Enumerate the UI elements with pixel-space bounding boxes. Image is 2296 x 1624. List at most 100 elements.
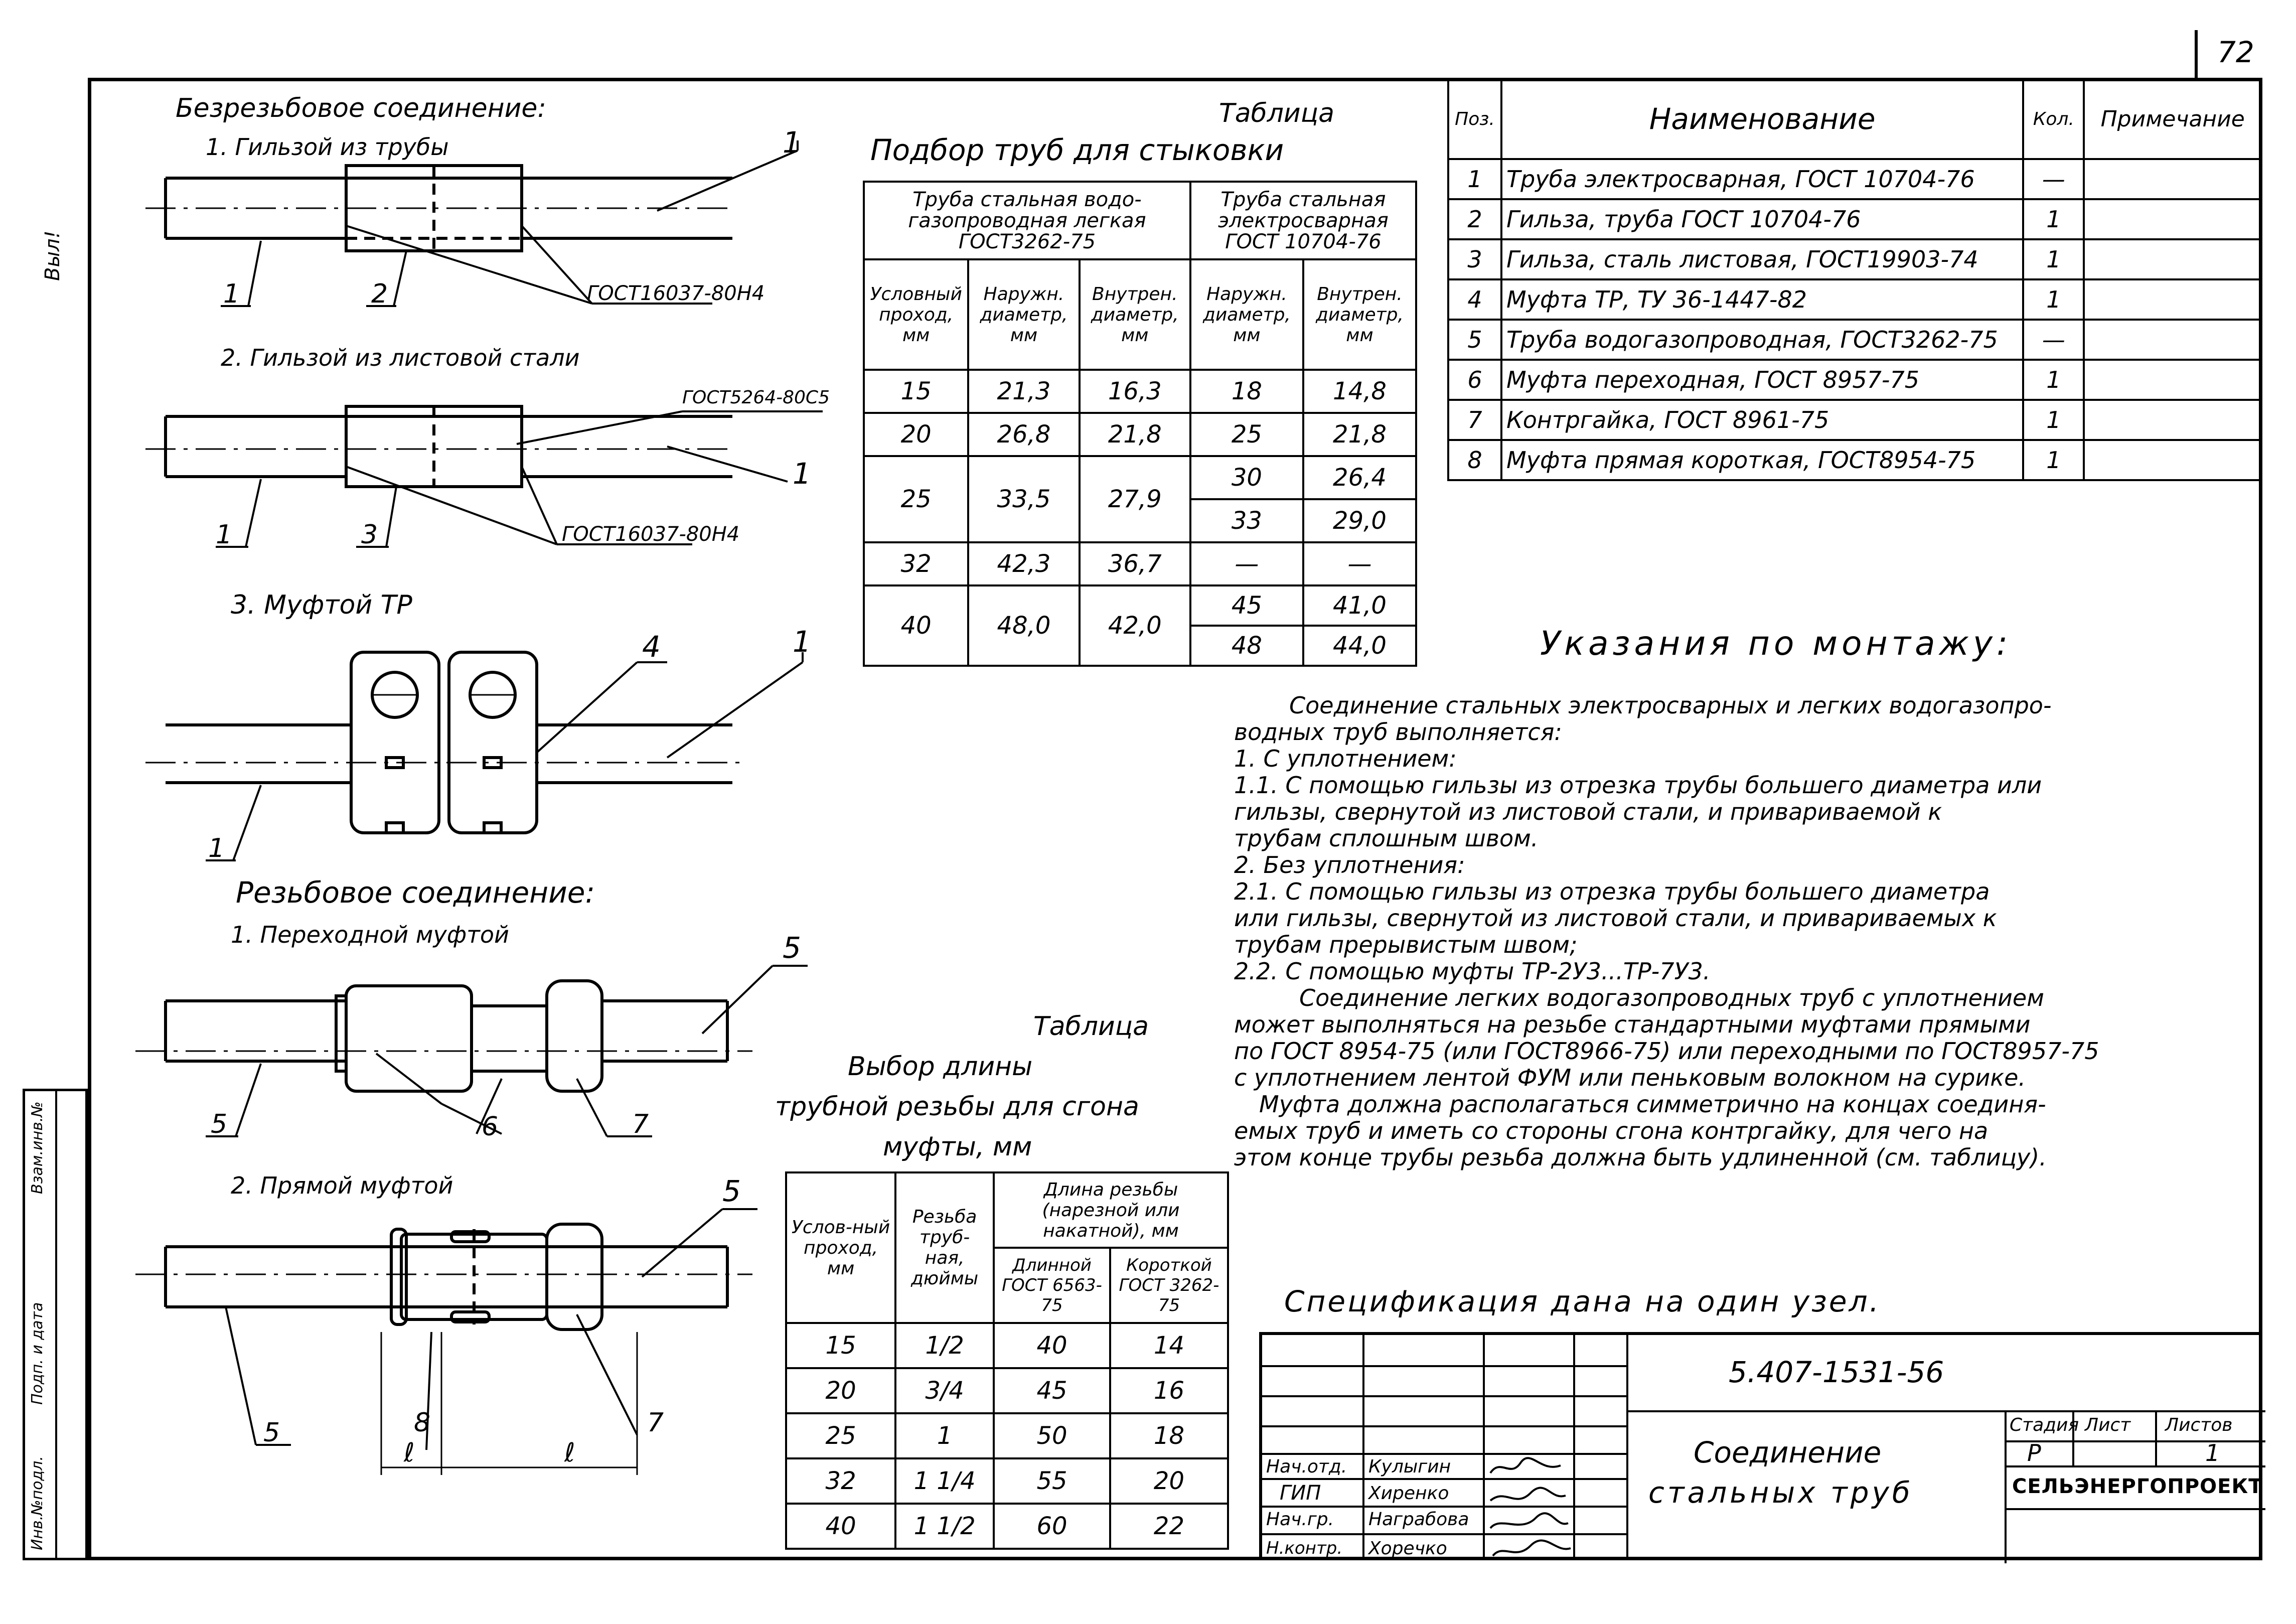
callout-d5-d: 7 — [647, 1408, 664, 1438]
spec-cell: 1 — [2022, 439, 2085, 481]
sub-coupling-tr: 3. Муфтой ТР — [231, 590, 412, 620]
table1-title: Подбор труб для стыковки — [870, 133, 1284, 167]
table1-cell: 21,8 — [1302, 412, 1418, 457]
table1-cell: 32 — [862, 541, 970, 586]
spec-cell: Муфта переходная, ГОСТ 8957-75 — [1500, 359, 2025, 401]
instruction-line: трубам сплошным швом. — [1234, 825, 1539, 852]
spec-cell — [2083, 439, 2262, 481]
spec-cell: 1 — [1447, 158, 1503, 200]
dim-thread-long: ℓ — [564, 1438, 575, 1468]
drawing-sleeve-sheet — [145, 405, 823, 548]
table1-header: Наружн. диаметр, мм — [1189, 258, 1304, 371]
instructions-title: Указания по монтажу: — [1540, 624, 2012, 663]
table1-header: Условный проход, мм — [862, 258, 970, 371]
callout-d1-a: 1 — [783, 125, 801, 160]
table2-title-1: Выбор длины — [848, 1052, 1033, 1082]
callout-d4-b: 5 — [211, 1109, 228, 1139]
spec-cell: Контргайка, ГОСТ 8961-75 — [1500, 399, 2025, 441]
callout-d3-c: 1 — [208, 833, 225, 863]
table1-cell: 14,8 — [1302, 369, 1418, 414]
instruction-line: или гильзы, свернутой из листовой стали,… — [1234, 905, 1997, 932]
instruction-line: Соединение легких водогазопроводных труб… — [1299, 984, 2044, 1011]
gost-16037-label: ГОСТ16037-80Н4 — [587, 282, 765, 305]
table2-cell: 60 — [993, 1503, 1111, 1550]
spec-cell: 1 — [2022, 399, 2085, 441]
spec-cell — [2083, 278, 2262, 321]
role-norm-control: Н.контр. — [1266, 1538, 1343, 1558]
spec-header: Поз. — [1447, 78, 1503, 160]
spec-cell: Труба водогазопроводная, ГОСТ3262-75 — [1500, 319, 2025, 361]
spec-cell: — — [2022, 158, 2085, 200]
table1-cell: 41,0 — [1302, 584, 1418, 627]
table1-cell: 20 — [862, 412, 970, 457]
table1-caption: Таблица — [1219, 98, 1334, 128]
table2-cell: 55 — [993, 1457, 1111, 1505]
drawing-transition-coupling — [135, 965, 808, 1137]
table1-cell: 21,3 — [967, 369, 1081, 414]
pipe-selection-table: Труба стальная водо-газопроводная легкая… — [862, 181, 1418, 667]
table1-cell: 26,4 — [1302, 455, 1418, 500]
table2-header: Резьба труб-ная, дюймы — [894, 1171, 995, 1324]
signatures — [1489, 1457, 1571, 1557]
table1-cell: 18 — [1189, 369, 1304, 414]
table2-cell: 20 — [1109, 1457, 1230, 1505]
table2-title-3: муфты, мм — [883, 1132, 1032, 1162]
callout-d4-a: 5 — [783, 931, 801, 965]
table2-cell: 45 — [993, 1367, 1111, 1414]
callout-d2-b: 1 — [216, 520, 233, 550]
instruction-line: Соединение стальных электросварных и лег… — [1289, 692, 2052, 719]
spec-cell: Гильза, труба ГОСТ 10704-76 — [1500, 198, 2025, 240]
drawing-straight-coupling — [135, 1208, 757, 1475]
gost-16037-label-2: ГОСТ16037-80Н4 — [562, 523, 740, 546]
spec-cell: Гильза, сталь листовая, ГОСТ19903-74 — [1500, 238, 2025, 280]
sheets-header: Листов — [2165, 1415, 2233, 1435]
spec-cell: 3 — [1447, 238, 1503, 280]
sub-sleeve-pipe: 1. Гильзой из трубы — [206, 133, 449, 161]
instruction-line: водных труб выполняется: — [1234, 718, 1562, 746]
drawing-sleeve-pipe — [145, 140, 799, 307]
sub-straight: 2. Прямой муфтой — [231, 1172, 453, 1199]
table2-cell: 16 — [1109, 1367, 1230, 1414]
doc-name-line2: стальных труб — [1648, 1475, 1913, 1510]
instruction-line: Муфта должна располагаться симметрично н… — [1259, 1091, 2046, 1118]
spec-cell — [2083, 359, 2262, 401]
table1-cell: 45 — [1189, 584, 1304, 627]
spec-cell — [2083, 198, 2262, 240]
callout-d2-a: 1 — [793, 457, 811, 491]
drawing-coupling-tr — [145, 651, 804, 861]
drawing-frame — [88, 78, 2262, 1560]
instruction-line: по ГОСТ 8954-75 (или ГОСТ8966-75) или пе… — [1234, 1038, 2099, 1065]
table2-cell: 3/4 — [894, 1367, 995, 1414]
table1-cell: 42,3 — [967, 541, 1081, 586]
table1-cell: 44,0 — [1302, 625, 1418, 667]
organization: СЕЛЬЭНЕРГОПРОЕКТ — [2012, 1475, 2263, 1498]
spec-cell: 2 — [1447, 198, 1503, 240]
instruction-line: с уплотнением лентой ФУМ или пеньковым в… — [1234, 1064, 2026, 1091]
table1-cell: 30 — [1189, 455, 1304, 500]
table2-caption: Таблица — [1033, 1011, 1149, 1042]
table2-cell: 1 1/2 — [894, 1503, 995, 1550]
table1-cell: 48 — [1189, 625, 1304, 667]
spec-cell: 1 — [2022, 359, 2085, 401]
table2-cell: 40 — [785, 1503, 897, 1550]
table1-cell: 26,8 — [967, 412, 1081, 457]
gost-5264-label: ГОСТ5264-80С5 — [682, 387, 830, 408]
stage-header: Стадия — [2010, 1415, 2079, 1435]
name-4: Хоречко — [1368, 1538, 1447, 1559]
callout-d5-a: 5 — [722, 1174, 741, 1208]
spec-header: Примечание — [2083, 78, 2262, 160]
spec-cell: 7 — [1447, 399, 1503, 441]
spec-cell: Муфта ТР, ТУ 36-1447-82 — [1500, 278, 2025, 321]
spec-cell — [2083, 238, 2262, 280]
name-3: Награбова — [1368, 1509, 1469, 1530]
spec-cell — [2083, 158, 2262, 200]
table2-cell: 32 — [785, 1457, 897, 1505]
spec-header: Наименование — [1500, 78, 2025, 160]
instruction-line: может выполняться на резьбе стандартными… — [1234, 1011, 2031, 1038]
sheet-header: Лист — [2085, 1415, 2131, 1435]
role-head-dept: Нач.отд. — [1266, 1456, 1347, 1477]
instruction-line: трубам прерывистым швом; — [1234, 931, 1578, 958]
spec-cell — [2083, 399, 2262, 441]
